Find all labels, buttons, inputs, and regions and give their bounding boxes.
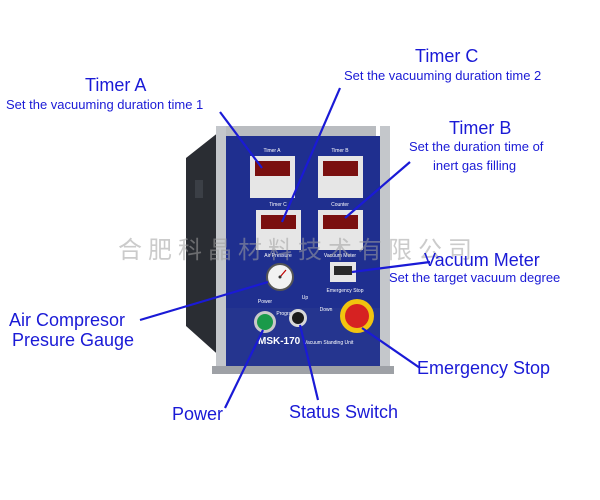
timer-b-description-line2: inert gas filling <box>433 158 517 173</box>
timer-c-title: Timer C <box>415 46 479 66</box>
gauge-hub <box>278 275 282 279</box>
counter-panel-label: Counter <box>331 202 349 208</box>
down-panel-label: Down <box>320 307 333 313</box>
power-button[interactable] <box>257 314 273 330</box>
timer-a-display <box>255 161 290 176</box>
timer-b-callout-line <box>344 161 411 219</box>
model-name: MSK-170 <box>258 336 301 347</box>
air-gauge-callout-line <box>139 280 269 322</box>
left-rail <box>216 126 226 370</box>
emergency-stop-label: Emergency Stop <box>417 358 551 378</box>
vacuum-meter-title: Vacuum Meter <box>424 250 540 270</box>
vacuum-meter-description: Set the target vacuum degree <box>389 270 561 285</box>
timer-b-display <box>323 161 358 176</box>
timer-b-panel-label: Timer B <box>331 148 349 154</box>
air-pressure-panel-label: Air Pressure <box>264 253 292 259</box>
status-switch-label: Status Switch <box>289 402 399 422</box>
counter-display <box>323 215 358 229</box>
air-gauge-label-line2: Presure Gauge <box>12 330 135 350</box>
gauge-needle <box>279 269 287 278</box>
timer-a-panel-label: Timer A <box>263 148 281 154</box>
timer-a-title: Timer A <box>85 75 147 95</box>
timer-c-panel-label: Timer C <box>269 202 287 208</box>
timer-c-description: Set the vacuuming duration time 2 <box>344 68 542 83</box>
model-subtitle: Vacuum Standing Unit <box>304 340 354 346</box>
air-gauge-label-line1: Air Compresor <box>9 310 126 330</box>
power-label: Power <box>172 404 224 424</box>
side-latch <box>195 180 203 198</box>
vacuum-meter-panel-label: Vacuum Meter <box>324 253 356 259</box>
timer-c-display <box>261 215 296 229</box>
timer-c-callout-line <box>280 87 342 223</box>
vacuum-meter-display <box>334 266 352 275</box>
power-callout-line <box>224 329 264 409</box>
emergency-stop-callout-line <box>361 327 421 369</box>
program-panel-label: Program <box>276 311 295 317</box>
right-rail <box>380 126 390 370</box>
emergency-stop-button[interactable] <box>345 304 369 328</box>
timer-a-description: Set the vacuuming duration time 1 <box>6 97 204 112</box>
timer-b-title: Timer B <box>449 118 512 138</box>
timer-b-description-line1: Set the duration time of <box>409 139 544 154</box>
timer-a-callout-line <box>219 111 263 169</box>
base-frame <box>212 366 394 374</box>
up-panel-label: Up <box>302 295 309 301</box>
power-panel-label: Power <box>258 299 273 305</box>
status-switch-callout-line <box>298 324 320 401</box>
status-switch[interactable] <box>292 312 304 324</box>
watermark-text: 合肥科晶材料技术有限公司 <box>118 236 478 264</box>
top-frame <box>220 126 376 136</box>
vacuum-meter-callout-line <box>351 260 431 274</box>
emergency-stop-panel-label: Emergency Stop <box>327 288 364 294</box>
